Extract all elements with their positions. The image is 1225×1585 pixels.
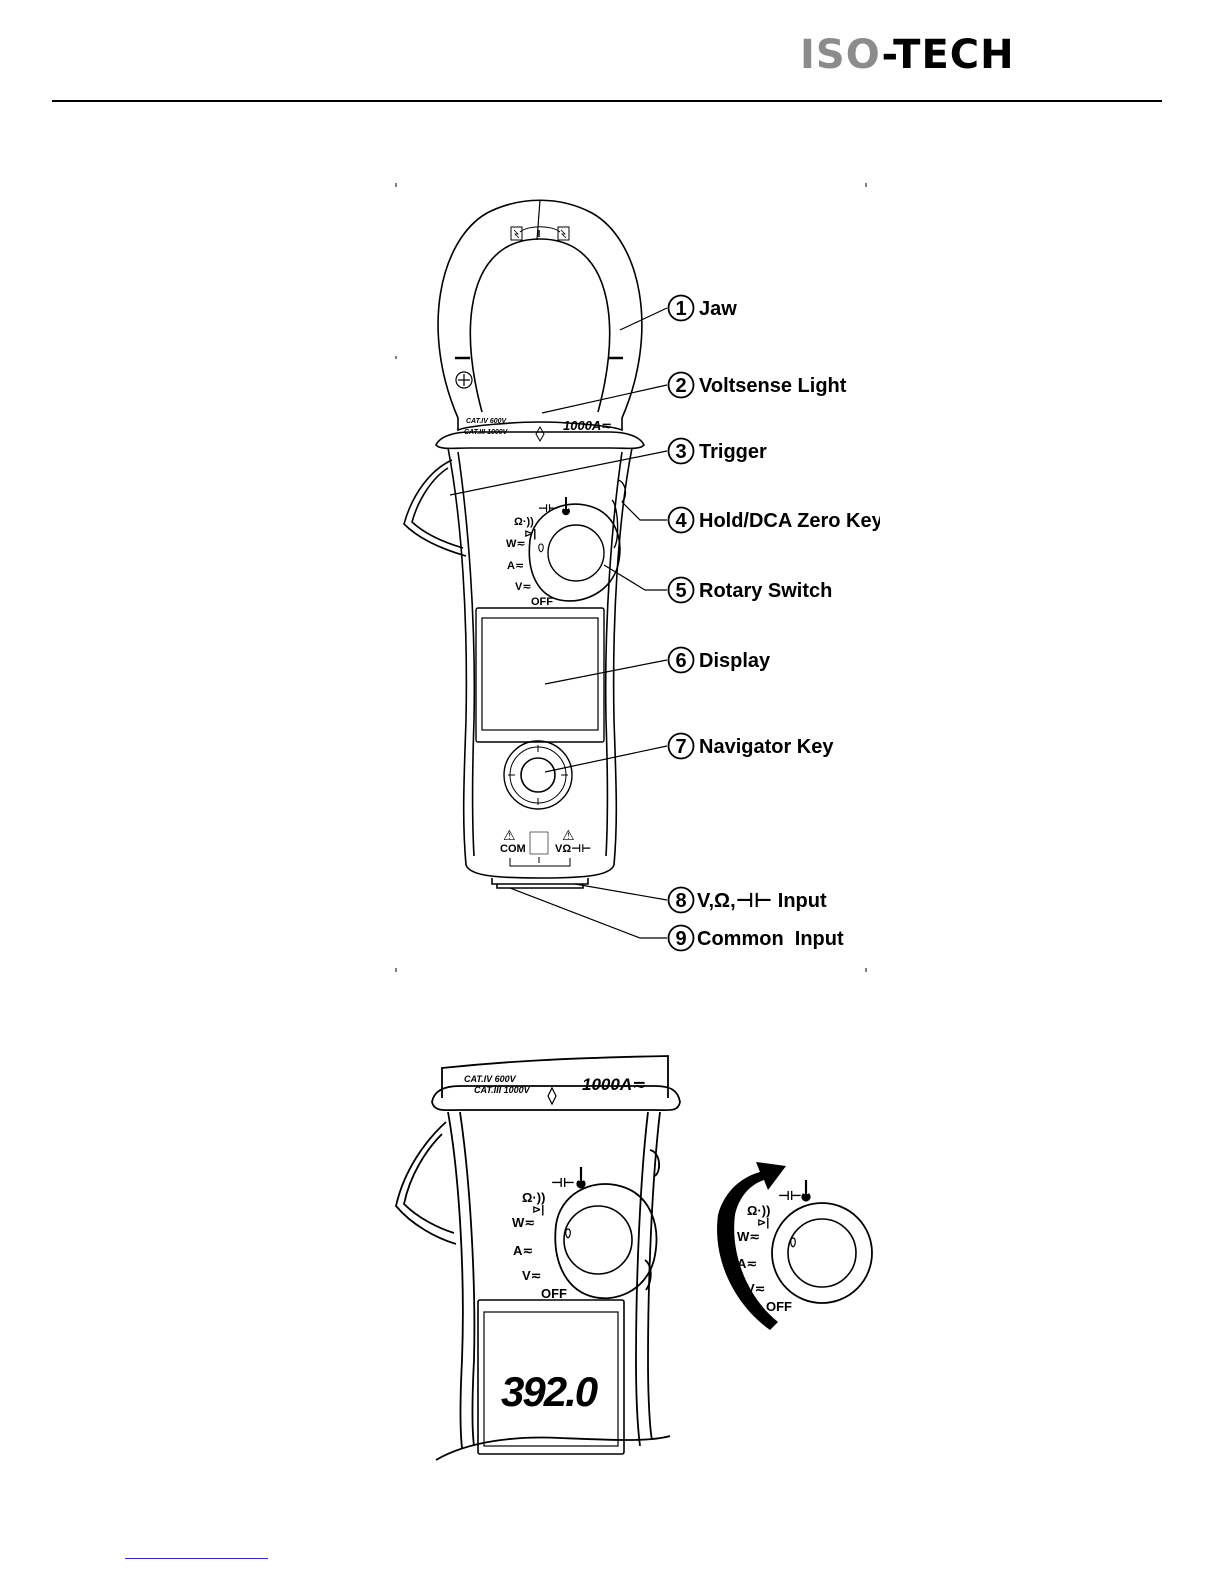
callout-num-7: 7 [675,736,686,758]
callout-text-5: Rotary Switch [699,580,832,602]
closeup-cat-rating-2: CAT.III 1000V [474,1085,531,1095]
footer-link-underline [125,1558,268,1559]
closeup-dial-cap: ⊣⊢ [551,1175,575,1190]
closeup-dial-labels: ⊣⊢ Ω·)) ⊳| W≂ A≂ V≂ OFF [512,1167,585,1301]
dial-label-cap: ⊣⊢ [538,503,558,515]
callout-num-1: 1 [675,298,686,320]
current-rating: 1000A≂ [563,418,612,433]
clamp-meter-diagram: ⊣⊢ Ω·)) ⊳| W≂ A≂ V≂ OFF CAT.IV 600V CAT.… [380,175,880,985]
callout-text-4: Hold/DCA Zero Key [699,510,880,532]
detached-rotary-switch [772,1203,872,1303]
closeup-dial-a: A≂ [513,1243,533,1258]
callout-9: 9 Common Input [669,926,844,951]
detached-dial-w: W≂ [737,1229,760,1244]
detached-dial-temp-icon [802,1180,809,1200]
closeup-dial-off: OFF [541,1286,567,1301]
rotary-switch-closeup: CAT.IV 600V CAT.III 1000V 1000A≂ ⊣⊢ Ω·))… [380,1045,900,1465]
corner-marks [396,183,866,972]
callout-num-9: 9 [675,928,686,950]
closeup-dial-v: V≂ [522,1268,542,1283]
callout-1: 1 Jaw [669,296,738,321]
callout-text-9: Common Input [697,928,844,950]
callout-num-2: 2 [675,375,686,397]
closeup-dial-temp-icon [577,1167,584,1187]
logo-tech: -TECH [881,32,1014,74]
closeup-dial-w: W≂ [512,1215,535,1230]
callout-6: 6 Display [669,648,772,673]
callout-text-8: V,Ω,⊣⊢ Input [697,890,827,912]
callout-num-8: 8 [675,890,686,912]
rotary-switch-labels: ⊣⊢ Ω·)) ⊳| W≂ A≂ V≂ OFF [506,497,569,608]
iso-tech-logo: ISO-TECH [800,28,1060,74]
cat-rating-2: CAT.III 1000V [464,429,509,436]
detached-dial-off: OFF [766,1299,792,1314]
callout-8: 8 V,Ω,⊣⊢ Input [669,888,827,913]
callout-text-1: Jaw [699,298,737,320]
terminal-vohm: VΩ⊣⊢ [555,843,591,855]
terminal-com: COM [500,843,526,855]
voltsense-light [536,427,544,441]
closeup-display-reading: 392.0 [501,1368,598,1415]
detached-dial-a: A≂ [737,1256,757,1271]
callout-text-3: Trigger [699,441,767,463]
navigator-key [504,741,572,809]
warning-icon-left: ⚠ [503,827,516,843]
cat-rating-1: CAT.IV 600V [466,418,508,425]
detached-dial-diode: ⊳| [757,1217,769,1229]
callout-text-6: Display [699,650,771,672]
closeup-trigger [396,1122,456,1244]
display [476,608,604,742]
callout-7: 7 Navigator Key [669,734,835,759]
logo-iso: ISO [800,32,881,74]
dial-label-v: V≂ [515,581,532,593]
callout-2: 2 Voltsense Light [669,373,847,398]
closeup-dial-ohm: Ω·)) [522,1190,545,1205]
callout-num-4: 4 [675,510,687,532]
warning-icon-right: ⚠ [562,827,575,843]
dial-label-w: W≂ [506,538,526,550]
callout-text-7: Navigator Key [699,736,834,758]
svg-text:ISO-TECH: ISO-TECH [800,32,1015,74]
dial-label-ohm: Ω·)) [514,516,534,528]
dial-label-off: OFF [531,596,553,608]
header-rule [52,100,1162,102]
rotary-switch [529,504,620,601]
closeup-voltsense-light [548,1088,556,1104]
callout-num-6: 6 [675,650,686,672]
callout-3: 3 Trigger [669,439,768,464]
closeup-current-rating: 1000A≂ [582,1075,646,1094]
jaw [438,200,642,418]
callout-num-3: 3 [675,441,686,463]
detached-dial-cap: ⊣⊢ [778,1188,802,1203]
closeup-cat-rating-1: CAT.IV 600V [464,1074,517,1084]
callout-text-2: Voltsense Light [699,375,847,397]
terminals: ⚠ COM ⚠ VΩ⊣⊢ [500,827,591,863]
callout-5: 5 Rotary Switch [669,578,833,603]
detached-dial-ohm: Ω·)) [747,1203,770,1218]
dial-label-a: A≂ [507,560,524,572]
meter-body [436,418,644,888]
detached-dial-v: V≂ [746,1281,766,1296]
dial-label-diode: ⊳| [524,528,536,540]
callout-4: 4 Hold/DCA Zero Key [669,508,881,533]
callout-num-5: 5 [675,580,686,602]
